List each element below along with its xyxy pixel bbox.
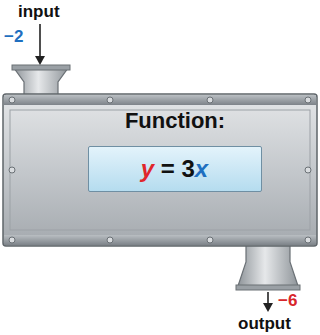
input-label: input bbox=[18, 2, 60, 22]
equation-box: y = 3x bbox=[88, 146, 262, 192]
output-value: −6 bbox=[278, 291, 297, 311]
input-arrow bbox=[35, 24, 45, 65]
input-funnel bbox=[12, 65, 70, 97]
output-funnel bbox=[236, 244, 300, 290]
function-machine-panel: Function: y = 3x bbox=[3, 94, 317, 246]
output-arrow bbox=[263, 292, 273, 312]
rivets bbox=[9, 97, 311, 243]
function-rule: y = 3x bbox=[141, 155, 208, 183]
input-value: −2 bbox=[4, 27, 23, 47]
machine-panel bbox=[3, 94, 317, 246]
machine-heading: Function: bbox=[125, 108, 225, 134]
output-label: output bbox=[238, 314, 291, 334]
